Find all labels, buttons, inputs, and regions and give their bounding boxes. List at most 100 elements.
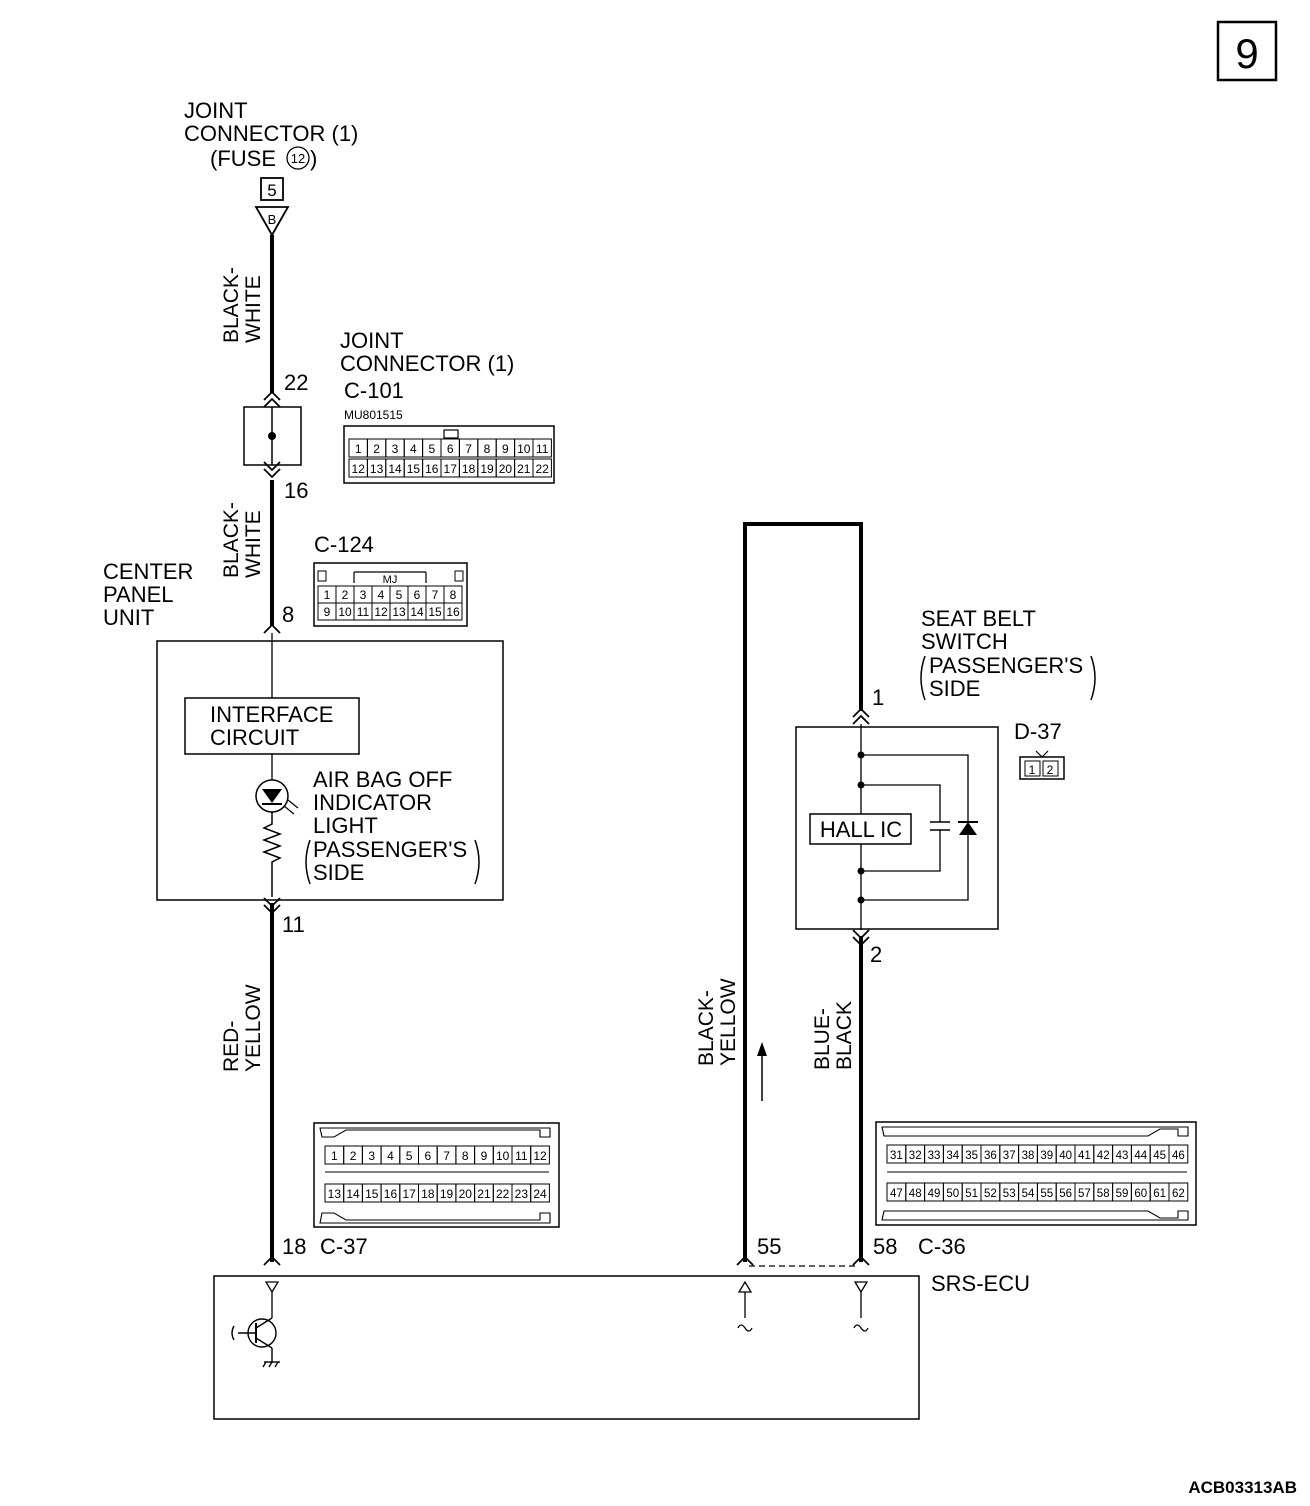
jc-top-line3-suffix: ) (310, 146, 317, 171)
pin-18: 18 (282, 1234, 306, 1259)
pin-label: 15 (407, 462, 421, 476)
svg-text:MJ: MJ (383, 574, 398, 586)
svg-text:BLACK: BLACK (833, 1001, 856, 1070)
wire-label-left-lower: RED- YELLOW (220, 984, 265, 1072)
pin-label: 18 (462, 462, 476, 476)
pin-label: 16 (384, 1187, 398, 1201)
pin-label: 6 (425, 1149, 432, 1163)
pin-1: 1 (872, 685, 884, 710)
pin-label: 54 (1022, 1188, 1035, 1200)
pin-label: 34 (946, 1150, 959, 1162)
pin-label: 3 (368, 1149, 375, 1163)
pin-label: 2 (350, 1149, 357, 1163)
transistor-icon (231, 1317, 280, 1368)
joint-box (243, 406, 302, 466)
pin-label: 58 (1097, 1188, 1110, 1200)
pin-label: 7 (432, 588, 439, 602)
pin-label: 8 (450, 588, 457, 602)
jc-top-line3-prefix: (FUSE (210, 146, 276, 171)
seat-belt-switch-label: SEAT BELT SWITCH PASSENGER'S SIDE (920, 606, 1096, 701)
pin-label: 43 (1116, 1150, 1129, 1162)
pin-label: 8 (484, 442, 491, 456)
pin-label: 46 (1172, 1150, 1185, 1162)
pin-label: 6 (414, 588, 421, 602)
pin-label: 45 (1153, 1150, 1166, 1162)
pin-label: 13 (392, 605, 406, 619)
pin-2: 2 (870, 942, 882, 967)
pin-label: 19 (480, 462, 494, 476)
pin-label: 20 (459, 1187, 473, 1201)
pin-label: 4 (378, 588, 385, 602)
pin-label: 32 (909, 1150, 922, 1162)
pin-label: 15 (428, 605, 442, 619)
svg-text:INDICATOR: INDICATOR (313, 790, 432, 815)
pin-label: 21 (477, 1187, 491, 1201)
seat-belt-switch (795, 724, 999, 930)
pin-label: 50 (946, 1188, 959, 1200)
pin-label: 14 (388, 462, 402, 476)
pin-label: 23 (515, 1187, 529, 1201)
pin-label: 59 (1116, 1188, 1129, 1200)
pin-cell (530, 1145, 550, 1165)
pin-label: 7 (443, 1149, 450, 1163)
svg-text:RED-: RED- (220, 1021, 243, 1072)
svg-text:MU801515: MU801515 (344, 408, 403, 422)
pin-label: 5 (428, 442, 435, 456)
jc-top-line1: JOINT (184, 98, 248, 123)
pin-label: 44 (1134, 1150, 1147, 1162)
svg-text:BLUE-: BLUE- (811, 1008, 834, 1070)
pin-label: 9 (324, 605, 331, 619)
pin-cell (1168, 1144, 1189, 1164)
pin-label: 22 (536, 462, 550, 476)
svg-text:CENTER: CENTER (103, 559, 193, 584)
fuse-number: 12 (291, 151, 305, 166)
pin-label: 1 (355, 442, 362, 456)
diode-icon (959, 822, 977, 835)
pin-label: 4 (387, 1149, 394, 1163)
svg-text:D-37: D-37 (1014, 719, 1062, 744)
svg-text:1: 1 (1029, 763, 1036, 777)
pin-label: 38 (1022, 1150, 1035, 1162)
pin-label: 56 (1059, 1188, 1072, 1200)
svg-text:BLACK-: BLACK- (220, 267, 243, 343)
hall-ic-box (809, 813, 912, 845)
pin-label: 17 (444, 462, 458, 476)
jc-top-line2: CONNECTOR (1) (184, 121, 358, 146)
svg-text:SIDE: SIDE (929, 676, 980, 701)
pin-58: 58 (873, 1234, 897, 1259)
pin-cell (530, 1183, 550, 1203)
pin-label: 11 (357, 605, 370, 619)
svg-text:YELLOW: YELLOW (242, 984, 265, 1072)
pin-label: 21 (517, 462, 531, 476)
pin-label: 33 (928, 1150, 941, 1162)
pin-22: 22 (284, 370, 308, 395)
pin-label: 22 (496, 1187, 510, 1201)
svg-text:BLACK-: BLACK- (695, 990, 718, 1066)
pin-label: 57 (1078, 1188, 1091, 1200)
pin-label: 10 (338, 605, 352, 619)
pin-label: 5 (406, 1149, 413, 1163)
svg-text:SEAT BELT: SEAT BELT (921, 606, 1036, 631)
pin-label: 36 (984, 1150, 997, 1162)
fuse-number-circle (286, 146, 310, 170)
figure-code: ACB03313AB (1188, 1478, 1297, 1497)
pin-label: 42 (1097, 1150, 1110, 1162)
pin-label: 49 (928, 1188, 941, 1200)
pin-label: 15 (365, 1187, 379, 1201)
pin-label: 51 (965, 1188, 978, 1200)
pin-label: 2 (342, 588, 349, 602)
pin-label: 12 (374, 605, 388, 619)
pin-label: 12 (352, 462, 366, 476)
svg-text:BLACK-: BLACK- (220, 502, 243, 578)
connector-d37: D-37 1 2 (1014, 719, 1065, 780)
pin-cell (532, 458, 552, 478)
pin-8: 8 (282, 602, 294, 627)
pin-cell (1168, 1182, 1189, 1202)
svg-text:PASSENGER'S: PASSENGER'S (313, 837, 467, 862)
wire-label-right-lower: BLUE- BLACK (811, 1001, 856, 1070)
pin-cell (443, 602, 463, 621)
